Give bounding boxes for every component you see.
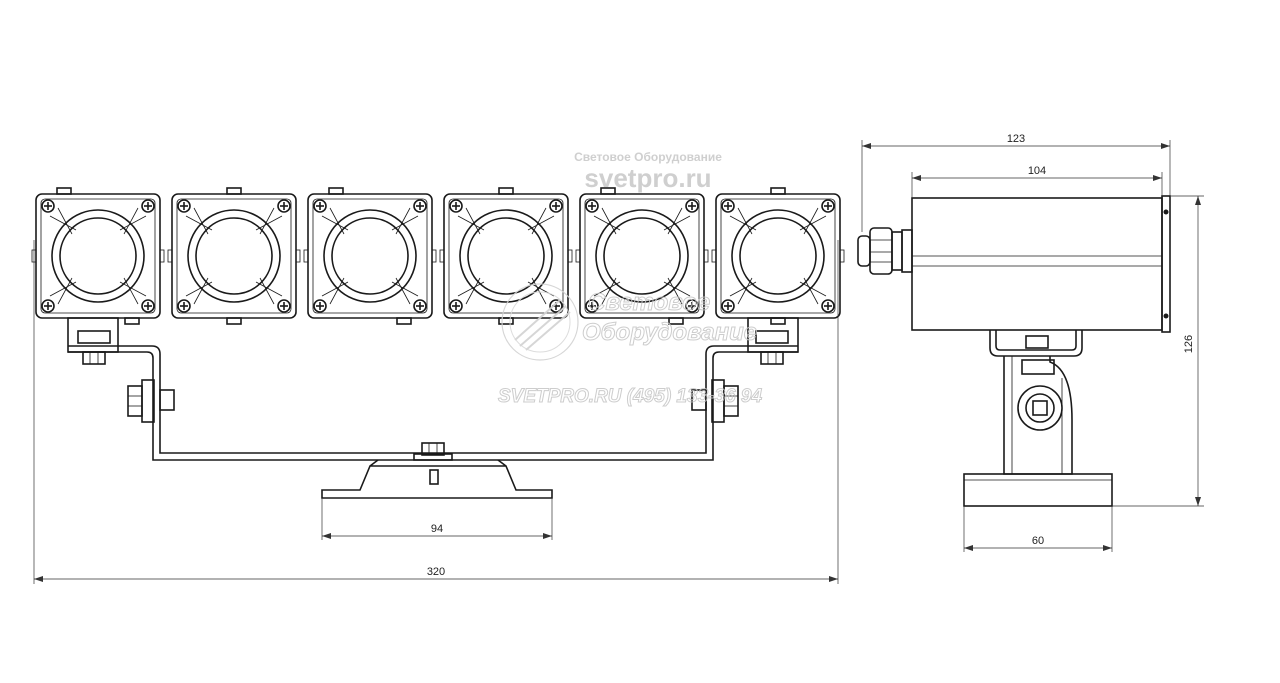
dimension-94: 94 — [321, 498, 553, 540]
light-module — [303, 187, 437, 325]
screw-icon — [585, 199, 599, 213]
screw-icon — [413, 299, 427, 313]
screw-icon — [821, 299, 835, 313]
watermark-small-text: Световое Оборудование — [574, 150, 722, 164]
right-tab-bolt — [755, 330, 789, 365]
screw-icon — [313, 299, 327, 313]
mounting-bracket — [67, 317, 799, 499]
light-modules — [31, 187, 845, 325]
screw-icon — [177, 199, 191, 213]
dimension-123: 123 — [861, 133, 1171, 232]
dimension-126: 126 — [1112, 195, 1204, 507]
light-module — [31, 187, 165, 325]
side-view — [857, 195, 1171, 507]
screw-icon — [177, 299, 191, 313]
light-module — [439, 187, 573, 325]
dimension-104-label: 104 — [1028, 165, 1046, 177]
screw-icon — [41, 199, 55, 213]
screw-icon — [821, 199, 835, 213]
screw-icon — [277, 199, 291, 213]
right-side-bolt — [691, 379, 739, 423]
watermark-line1: Световое — [588, 289, 710, 316]
side-base — [963, 473, 1113, 507]
housing-body — [911, 197, 1163, 331]
center-bolt — [413, 442, 453, 485]
screw-icon — [41, 299, 55, 313]
light-module — [167, 187, 301, 325]
light-module — [711, 187, 845, 325]
screw-icon — [277, 299, 291, 313]
screw-icon — [549, 199, 563, 213]
watermark-line3: SVETPRO.RU (495) 133-36 94 — [498, 386, 762, 407]
watermark-center: Световое Оборудование SVETPRO.RU (495) 1… — [498, 283, 763, 408]
dimension-60: 60 — [963, 506, 1113, 552]
screw-icon — [721, 299, 735, 313]
screw-icon — [413, 199, 427, 213]
screw-icon — [449, 299, 463, 313]
screw-icon — [721, 199, 735, 213]
screw-icon — [585, 299, 599, 313]
dimension-320-label: 320 — [427, 566, 445, 578]
front-cover — [1161, 195, 1171, 333]
cable-gland — [857, 227, 913, 275]
watermark-line2: Оборудование — [582, 319, 757, 346]
left-tab-bolt — [77, 330, 111, 365]
screw-icon — [685, 299, 699, 313]
dimension-104: 104 — [911, 165, 1163, 198]
screw-icon — [141, 299, 155, 313]
left-side-bolt — [127, 379, 175, 423]
stand — [1003, 356, 1073, 475]
light-module — [575, 187, 709, 325]
dimension-126-label: 126 — [1183, 335, 1195, 353]
watermark-top: Световое Оборудование svetpro.ru — [574, 150, 722, 193]
mount-foot — [321, 459, 553, 499]
dimension-94-label: 94 — [431, 523, 443, 535]
screw-icon — [449, 199, 463, 213]
screw-icon — [313, 199, 327, 213]
dimension-60-label: 60 — [1032, 535, 1044, 547]
side-bracket — [989, 330, 1083, 357]
screw-icon — [141, 199, 155, 213]
screw-icon — [685, 199, 699, 213]
dimension-123-label: 123 — [1007, 133, 1025, 145]
dimension-320: 320 — [33, 240, 839, 584]
